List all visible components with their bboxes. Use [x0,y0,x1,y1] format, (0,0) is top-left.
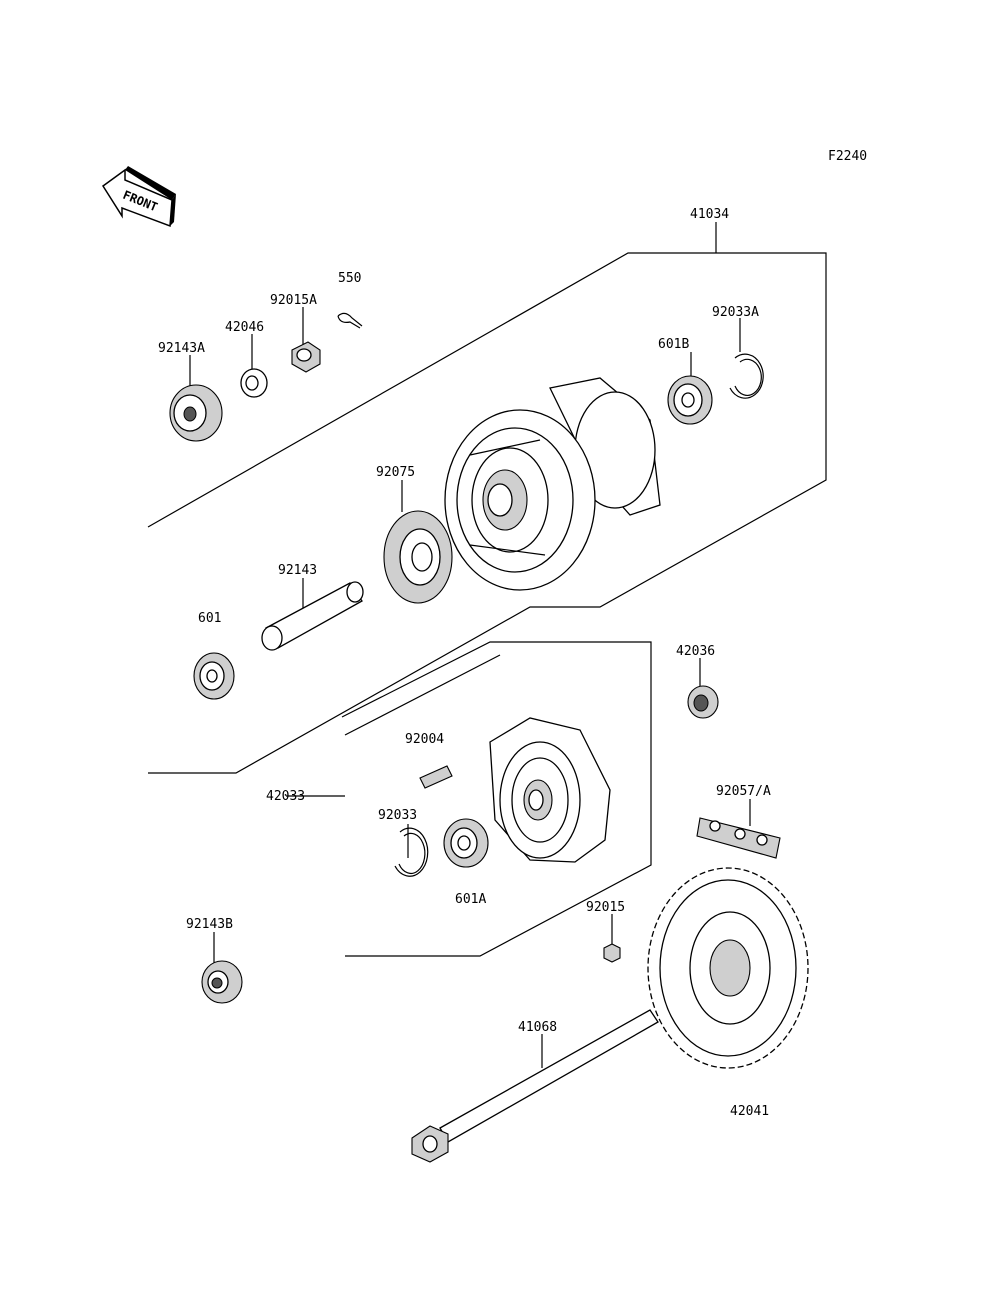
label-92143: 92143 [278,563,317,578]
label-601b: 601B [658,337,689,352]
label-42033: 42033 [266,789,305,804]
label-92143b: 92143B [186,917,233,932]
label-92004: 92004 [405,732,444,747]
label-41068: 41068 [518,1020,557,1035]
label-601: 601 [198,611,221,626]
part-92015a-nut [291,341,321,373]
part-601-bearing [193,652,235,700]
label-92057a: 92057/A [716,784,771,799]
label-92033: 92033 [378,808,417,823]
part-92143-collar [261,581,364,651]
part-92033-circlip [394,827,429,877]
leader-lines [189,307,751,1068]
part-92015-nut [603,943,621,963]
label-601a: 601A [455,892,486,907]
part-92143a-collar [169,384,223,442]
part-601b-bearing [667,375,713,425]
label-41034: 41034 [690,207,729,222]
hub-assembly-outline [147,222,827,774]
rear-hub [444,377,661,591]
label-92075: 92075 [376,465,415,480]
part-601a-bearing [443,818,489,868]
label-92143a: 92143A [158,341,205,356]
label-92015a: 92015A [270,293,317,308]
part-550-cotter-pin [337,312,363,329]
part-92033a-circlip [729,353,764,399]
part-42033-coupling [489,717,611,863]
part-92004-stud [419,765,453,789]
part-92057a-chain-joint [696,817,781,859]
part-42046-washer [240,368,268,398]
label-550: 550 [338,271,361,286]
part-42036-collar [687,685,719,719]
diagram-code: F2240 [828,149,867,164]
label-92015: 92015 [586,900,625,915]
label-42046: 42046 [225,320,264,335]
part-92075-damper [383,510,453,604]
part-42041-sprocket [647,867,809,1069]
part-92143b-collar [201,960,243,1004]
front-arrow-icon: FRONT [101,166,176,228]
part-41068-axle [411,1009,659,1163]
coupling-assembly-outline [286,641,652,957]
label-42041: 42041 [730,1104,769,1119]
label-42036: 42036 [676,644,715,659]
label-92033a: 92033A [712,305,759,320]
part-labels: 41034 92033A 601B 550 92015A 42046 92143… [158,207,771,1119]
